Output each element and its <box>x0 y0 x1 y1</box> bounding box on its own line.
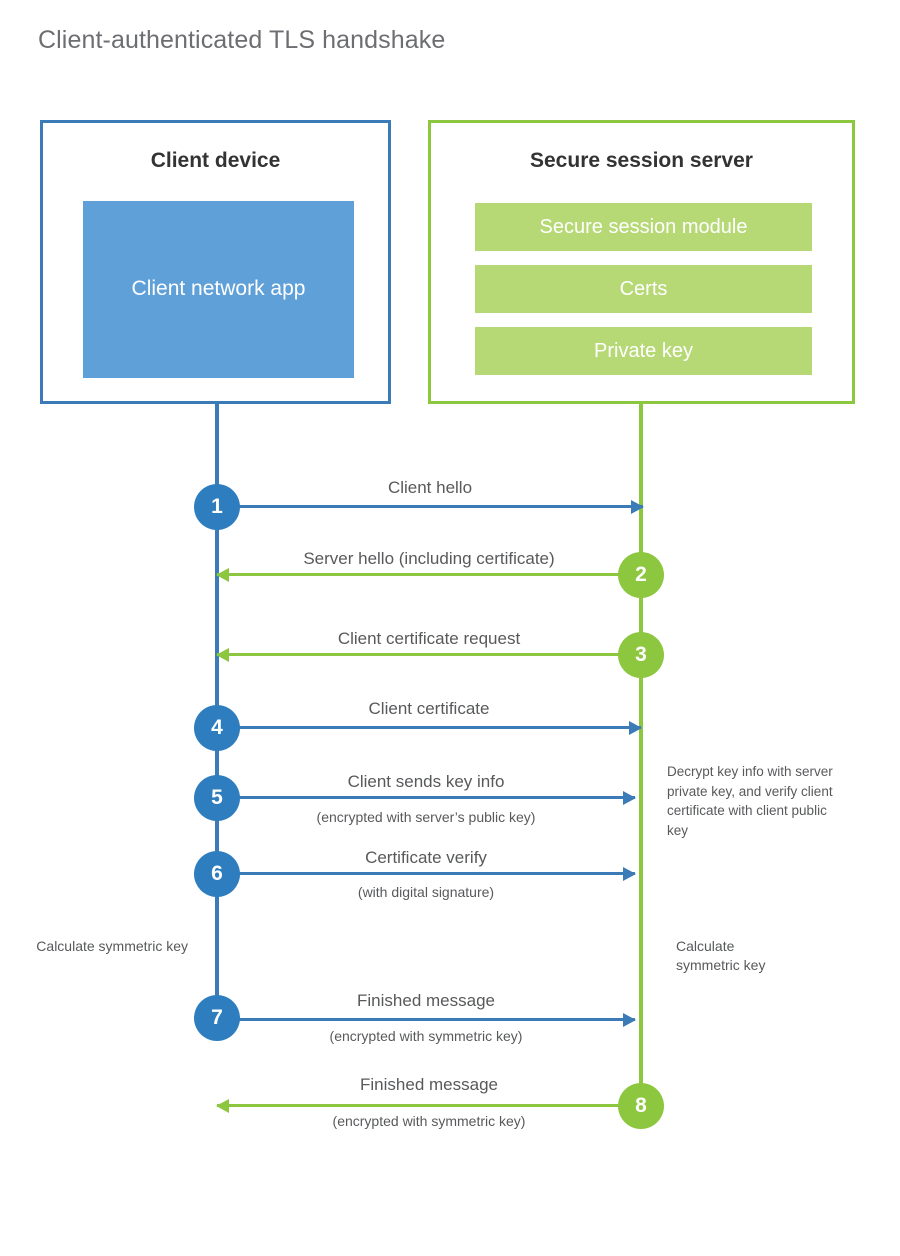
client-device-title: Client device <box>150 149 281 172</box>
message-label-step-5: Client sends key info <box>347 772 505 791</box>
step-circle-4[interactable]: 4 <box>194 705 240 751</box>
server-item-certs: Certs <box>475 265 812 313</box>
secure-session-server-title: Secure session server <box>530 149 753 172</box>
arrowhead-left-icon <box>216 647 229 662</box>
server-lifeline <box>639 404 643 1106</box>
arrow-step-1 <box>217 499 644 514</box>
message-label-step-2: Server hello (including certificate) <box>303 549 555 568</box>
arrowhead-right-icon <box>629 720 642 735</box>
annotation-server-calculate-symmetric-key: Calculate symmetric key <box>676 938 766 973</box>
message-sublabel-step-6: (with digital signature) <box>357 884 495 900</box>
arrow-step-3 <box>216 647 641 662</box>
message-label-step-8: Finished message <box>360 1075 498 1094</box>
arrowhead-right-icon <box>631 499 644 514</box>
message-sublabel-step-7: (encrypted with symmetric key) <box>329 1028 523 1044</box>
page-title: Client-authenticated TLS handshake <box>38 26 446 54</box>
arrow-step-7 <box>217 1012 636 1027</box>
message-label-step-4: Client certificate <box>368 699 490 718</box>
arrow-step-6 <box>217 866 636 881</box>
message-sublabel-step-5: (encrypted with server’s public key) <box>316 809 536 825</box>
secure-session-server-box: Secure session server Secure session mod… <box>428 120 855 404</box>
step-circle-6[interactable]: 6 <box>194 851 240 897</box>
message-label-step-1: Client hello <box>387 478 473 497</box>
step-circle-3[interactable]: 3 <box>618 632 664 678</box>
client-device-box: Client device Client network app <box>40 120 391 404</box>
annotation-server-decrypt: Decrypt key info with server private key… <box>667 764 833 838</box>
arrowhead-right-icon <box>623 1012 636 1027</box>
step-circle-5[interactable]: 5 <box>194 775 240 821</box>
server-item-secure-session-module: Secure session module <box>475 203 812 251</box>
message-label-step-6: Certificate verify <box>365 848 487 867</box>
arrowhead-left-icon <box>216 1098 229 1113</box>
arrow-step-2 <box>216 567 641 582</box>
step-circle-8[interactable]: 8 <box>618 1083 664 1129</box>
annotation-client-calculate-symmetric-key: Calculate symmetric key <box>36 938 188 954</box>
client-network-app-box: Client network app <box>83 201 354 378</box>
arrow-step-4 <box>217 720 642 735</box>
step-circle-1[interactable]: 1 <box>194 484 240 530</box>
arrowhead-left-icon <box>216 567 229 582</box>
arrow-step-8 <box>216 1098 641 1113</box>
message-label-step-3: Client certificate request <box>337 629 521 648</box>
message-label-step-7: Finished message <box>357 991 495 1010</box>
step-circle-2[interactable]: 2 <box>618 552 664 598</box>
arrowhead-right-icon <box>623 866 636 881</box>
arrow-step-5 <box>217 790 636 805</box>
step-circle-7[interactable]: 7 <box>194 995 240 1041</box>
message-sublabel-step-8: (encrypted with symmetric key) <box>332 1113 526 1129</box>
arrowhead-right-icon <box>623 790 636 805</box>
server-item-private-key: Private key <box>475 327 812 375</box>
